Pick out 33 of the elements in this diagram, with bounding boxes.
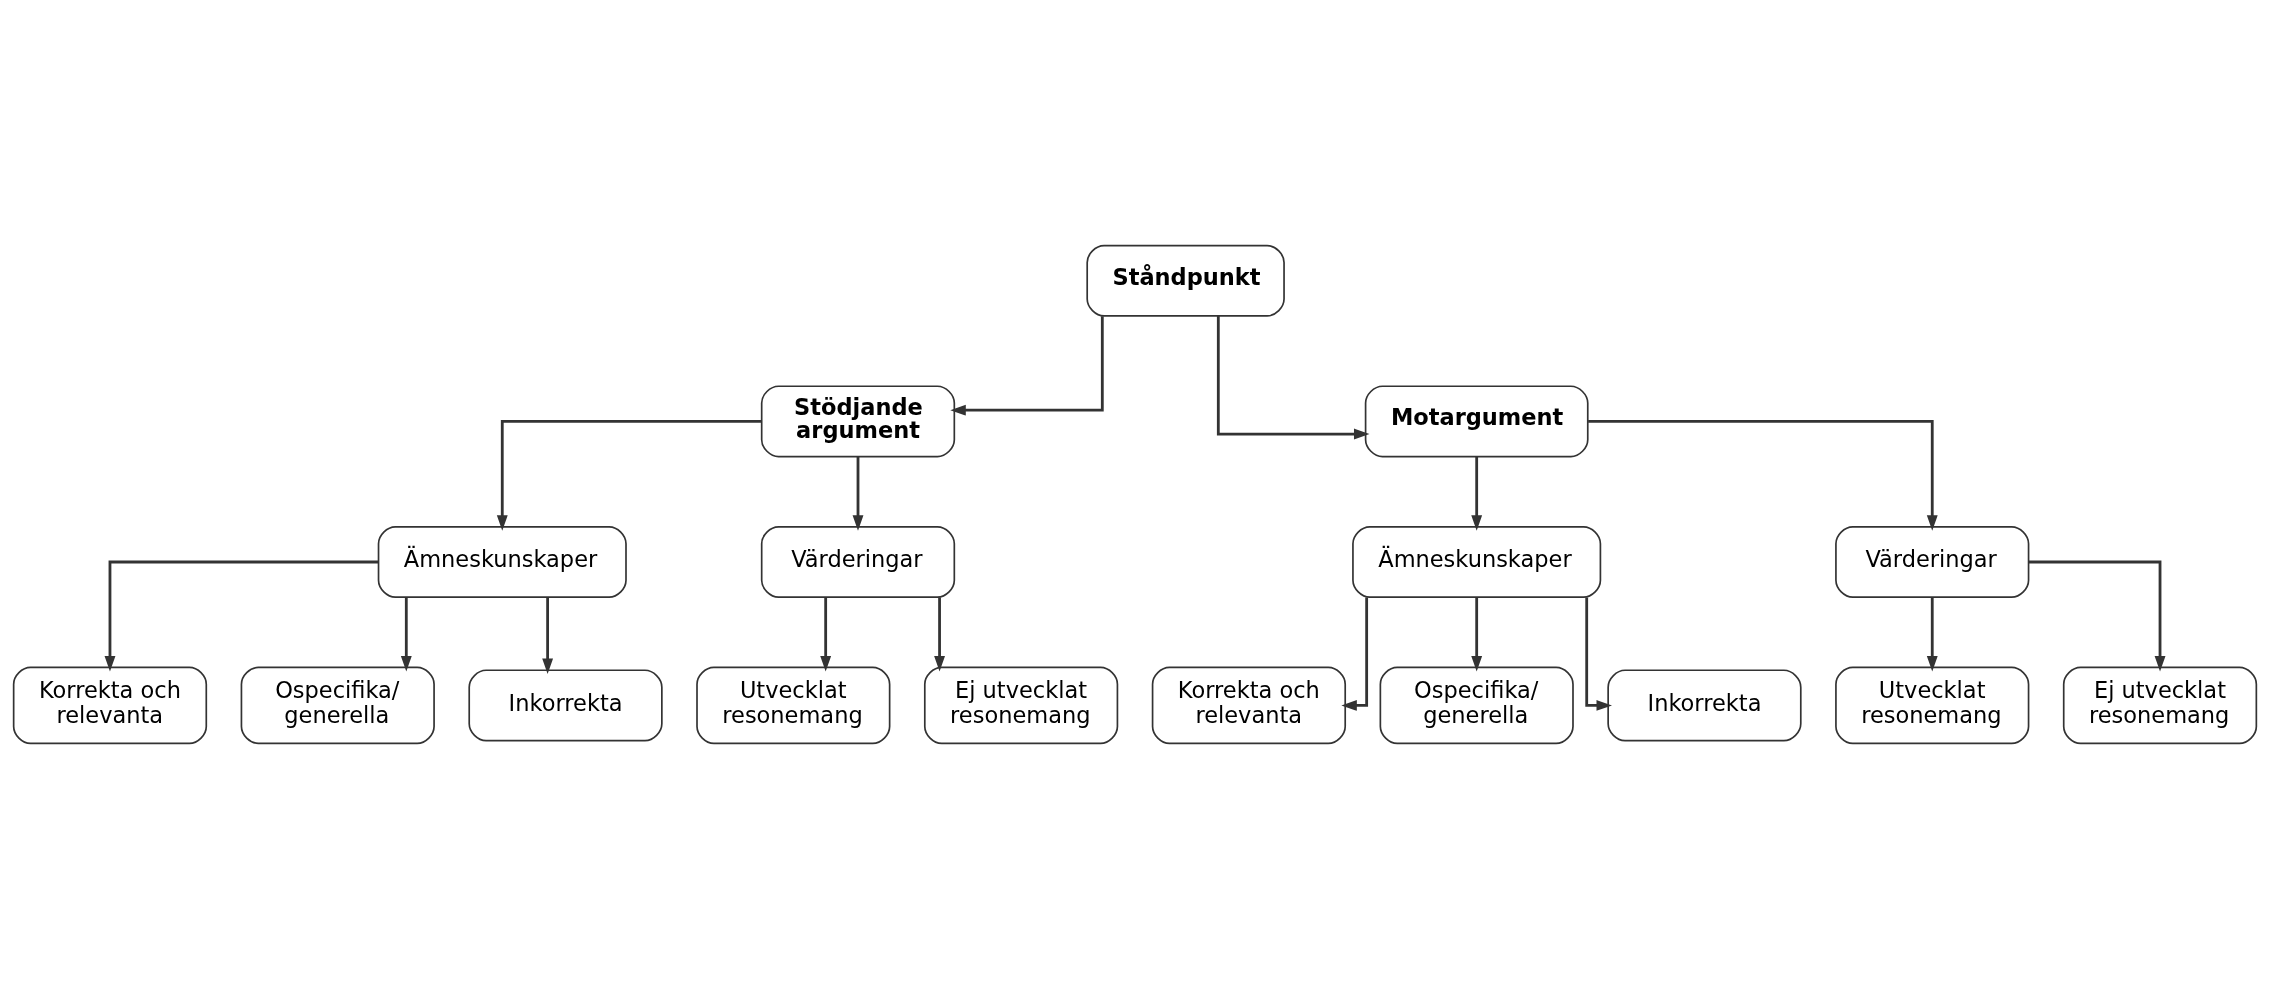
node-box: Värderingar xyxy=(760,525,956,598)
arrow xyxy=(1341,596,1369,711)
arrow xyxy=(1588,419,1938,531)
arrow xyxy=(1926,596,1938,672)
node-box: Utvecklat resonemang xyxy=(1835,666,2030,744)
node-box: Ospecifika/ generella xyxy=(240,666,435,744)
arrow xyxy=(820,596,832,672)
node-box: Motargument xyxy=(1364,384,1589,457)
node-box: Korrekta och relevanta xyxy=(1151,666,1347,744)
node-box: Stödjande argument xyxy=(760,384,956,457)
node-box: Inkorrekta xyxy=(468,668,663,741)
node-box: Ej utvecklat resonemang xyxy=(2062,666,2258,744)
arrow xyxy=(1471,456,1483,531)
arrow xyxy=(1585,596,1612,711)
node-box: Korrekta och relevanta xyxy=(12,666,208,744)
node-box: Ämneskunskaper xyxy=(377,525,627,598)
node-box: Inkorrekta xyxy=(1607,668,1802,741)
arrow xyxy=(950,315,1104,416)
arrow xyxy=(1471,596,1483,672)
node-box: Ståndpunkt xyxy=(1086,244,1285,317)
node-box: Värderingar xyxy=(1835,525,2030,598)
arrow xyxy=(2028,560,2166,672)
node-box: Ämneskunskaper xyxy=(1352,525,1602,598)
node-box: Ej utvecklat resonemang xyxy=(923,666,1119,744)
arrow xyxy=(104,560,379,672)
arrow xyxy=(496,419,762,531)
arrow xyxy=(852,456,864,531)
arrow xyxy=(934,596,945,672)
arrow xyxy=(542,596,554,674)
node-box: Ospecifika/ generella xyxy=(1379,666,1574,744)
node-box: Utvecklat resonemang xyxy=(696,666,891,744)
arrow xyxy=(400,596,412,672)
arrow xyxy=(1216,315,1370,439)
